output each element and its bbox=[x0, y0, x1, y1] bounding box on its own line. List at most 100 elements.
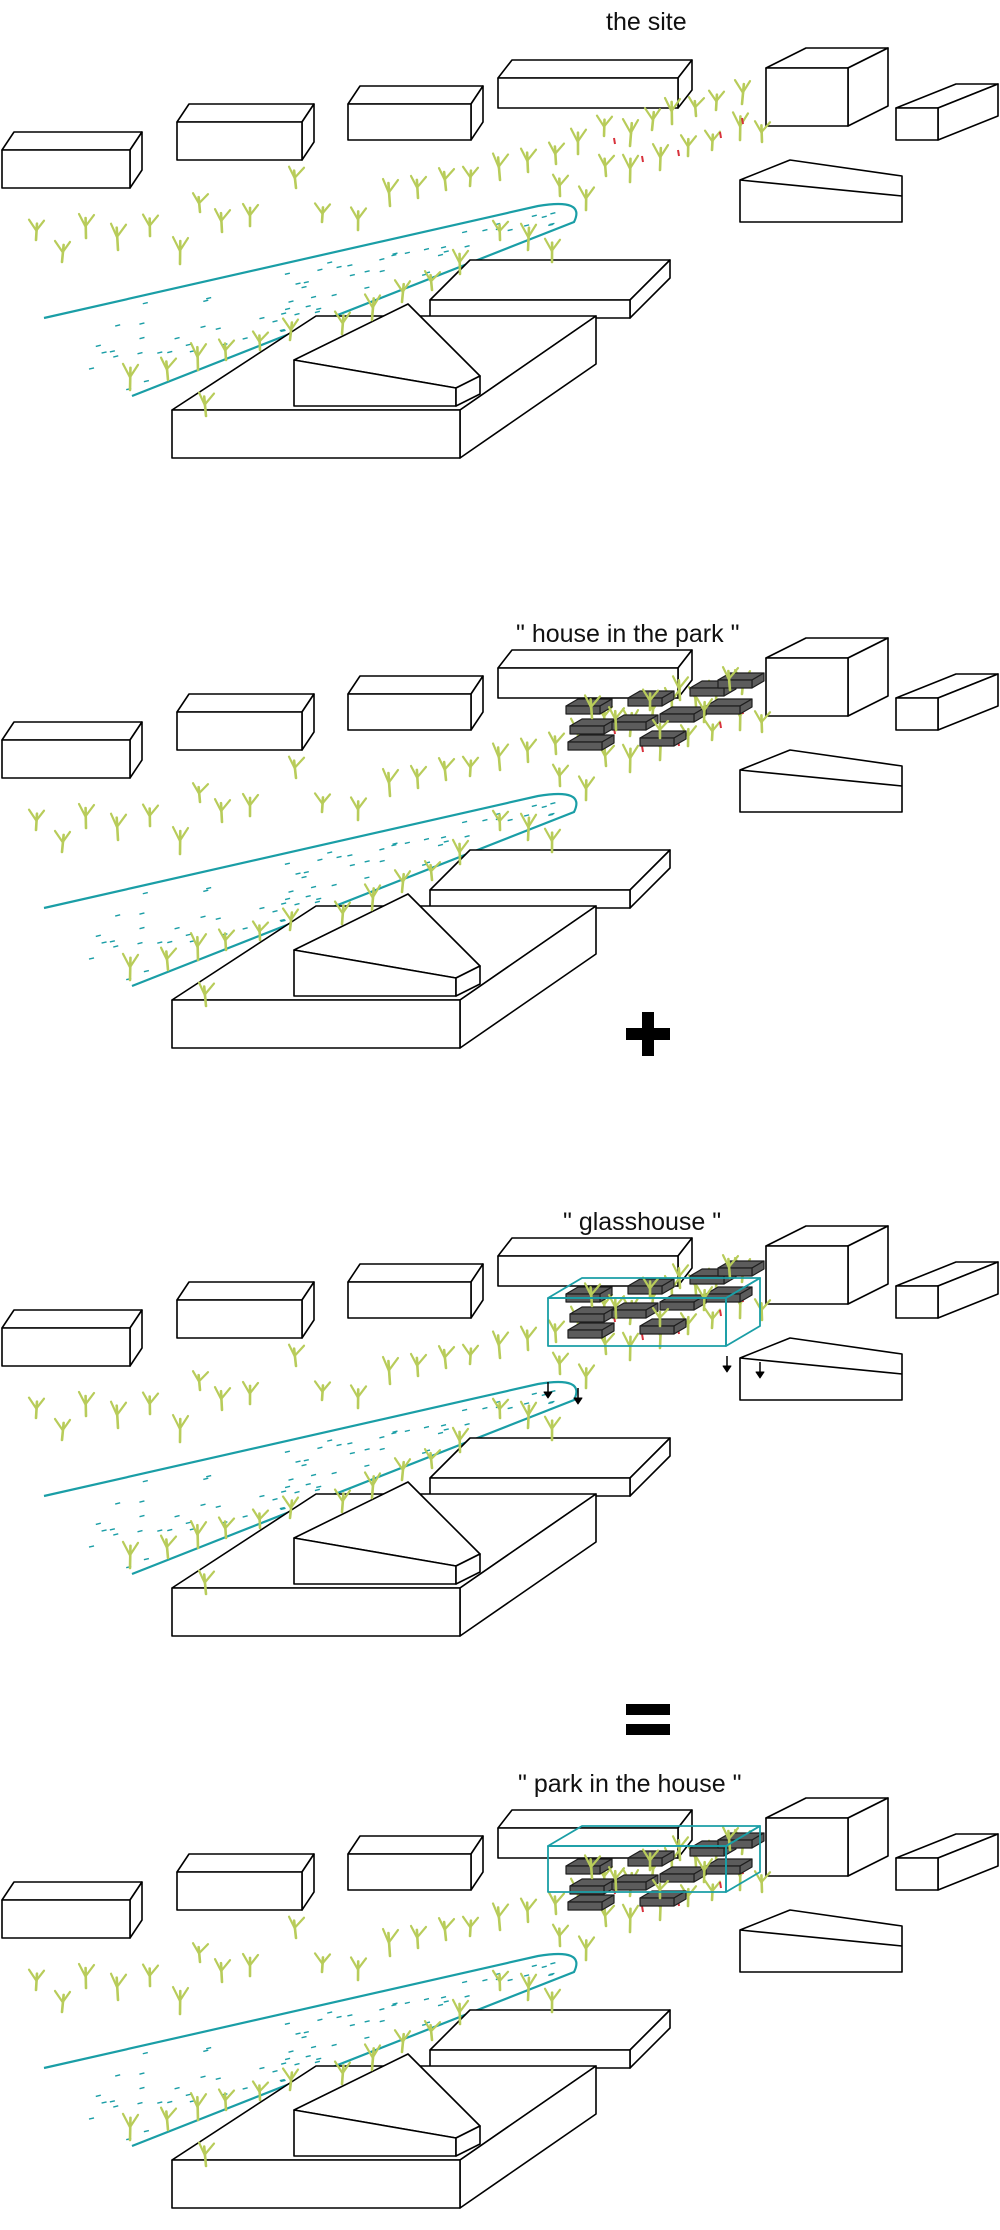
tree bbox=[141, 213, 160, 238]
tree bbox=[287, 165, 306, 190]
building bbox=[347, 1263, 484, 1319]
tree bbox=[753, 120, 772, 144]
tree bbox=[251, 920, 270, 942]
tree bbox=[241, 1952, 260, 1978]
tree bbox=[551, 173, 570, 198]
canal bbox=[43, 792, 578, 988]
tree bbox=[381, 177, 400, 208]
tree bbox=[109, 222, 128, 252]
tree bbox=[189, 1520, 208, 1550]
tree bbox=[519, 1400, 538, 1430]
house-unit bbox=[705, 1858, 753, 1875]
tree bbox=[159, 356, 178, 382]
tree bbox=[217, 2088, 236, 2112]
tree bbox=[547, 1319, 566, 1344]
tree bbox=[53, 239, 72, 264]
tree bbox=[577, 1935, 596, 1962]
tree bbox=[217, 338, 236, 362]
tree bbox=[141, 1963, 160, 1988]
building bbox=[895, 83, 999, 141]
tree bbox=[519, 737, 538, 764]
tree bbox=[171, 825, 190, 856]
tree bbox=[53, 1989, 72, 2014]
tree bbox=[241, 202, 260, 228]
tree bbox=[349, 1384, 368, 1410]
house-unit bbox=[569, 718, 617, 735]
building bbox=[739, 1909, 903, 1973]
tree bbox=[551, 1923, 570, 1948]
building bbox=[895, 1261, 999, 1319]
glasshouse-volume bbox=[547, 1277, 761, 1347]
tree bbox=[695, 1857, 714, 1884]
tree bbox=[687, 96, 706, 118]
house-unit bbox=[567, 1894, 615, 1911]
tree bbox=[543, 1415, 562, 1442]
tree bbox=[53, 829, 72, 854]
tree bbox=[519, 1325, 538, 1352]
tree bbox=[583, 1854, 602, 1880]
tree bbox=[547, 731, 566, 756]
tree bbox=[437, 1345, 456, 1370]
building bbox=[429, 259, 671, 319]
tree bbox=[213, 208, 232, 234]
building bbox=[497, 59, 693, 109]
house-unit bbox=[705, 698, 753, 715]
tree bbox=[171, 1413, 190, 1444]
tree bbox=[333, 900, 352, 926]
tree bbox=[651, 1306, 670, 1328]
panel-title: the site bbox=[606, 8, 687, 36]
tree bbox=[109, 812, 128, 842]
tree bbox=[241, 792, 260, 818]
building bbox=[765, 637, 889, 717]
tree bbox=[519, 147, 538, 174]
house-unit bbox=[627, 690, 675, 707]
tree bbox=[583, 1282, 602, 1308]
tree bbox=[121, 1540, 140, 1570]
tree bbox=[437, 167, 456, 192]
tree bbox=[679, 134, 698, 158]
tree bbox=[641, 1276, 660, 1300]
tree bbox=[191, 1942, 210, 1964]
tree bbox=[281, 2067, 300, 2092]
building bbox=[765, 47, 889, 127]
trees bbox=[27, 1257, 772, 1596]
tree bbox=[519, 1972, 538, 2002]
building bbox=[176, 693, 315, 751]
tree bbox=[393, 869, 412, 894]
tree bbox=[621, 118, 640, 148]
tree bbox=[333, 1488, 352, 1514]
house-unit bbox=[659, 1866, 707, 1883]
tree bbox=[597, 153, 616, 178]
tree bbox=[393, 2029, 412, 2054]
tree bbox=[251, 2080, 270, 2102]
tree bbox=[197, 2141, 216, 2168]
glasshouse-volume bbox=[547, 1825, 761, 1893]
building bbox=[347, 675, 484, 731]
tree bbox=[333, 2060, 352, 2086]
building bbox=[765, 1225, 889, 1305]
tree bbox=[409, 764, 428, 790]
tree bbox=[721, 1825, 740, 1852]
tree bbox=[641, 688, 660, 712]
building bbox=[1, 1881, 143, 1939]
tree bbox=[363, 293, 382, 322]
house-unit bbox=[659, 706, 707, 723]
tree bbox=[159, 2106, 178, 2132]
tree bbox=[707, 89, 726, 112]
tree bbox=[491, 1330, 510, 1360]
tree bbox=[543, 237, 562, 264]
plus-sign bbox=[626, 1012, 670, 1056]
tree bbox=[461, 1343, 480, 1366]
tree bbox=[423, 270, 442, 292]
tree bbox=[77, 212, 96, 240]
tree bbox=[191, 192, 210, 214]
tree bbox=[213, 1958, 232, 1984]
tree bbox=[77, 1390, 96, 1418]
building bbox=[739, 1337, 903, 1401]
tree bbox=[519, 1897, 538, 1924]
tree bbox=[551, 1351, 570, 1376]
house-unit bbox=[639, 730, 687, 747]
pavilion bbox=[293, 893, 481, 997]
house-in-park-axonometric bbox=[1, 637, 999, 1049]
tree bbox=[189, 932, 208, 962]
